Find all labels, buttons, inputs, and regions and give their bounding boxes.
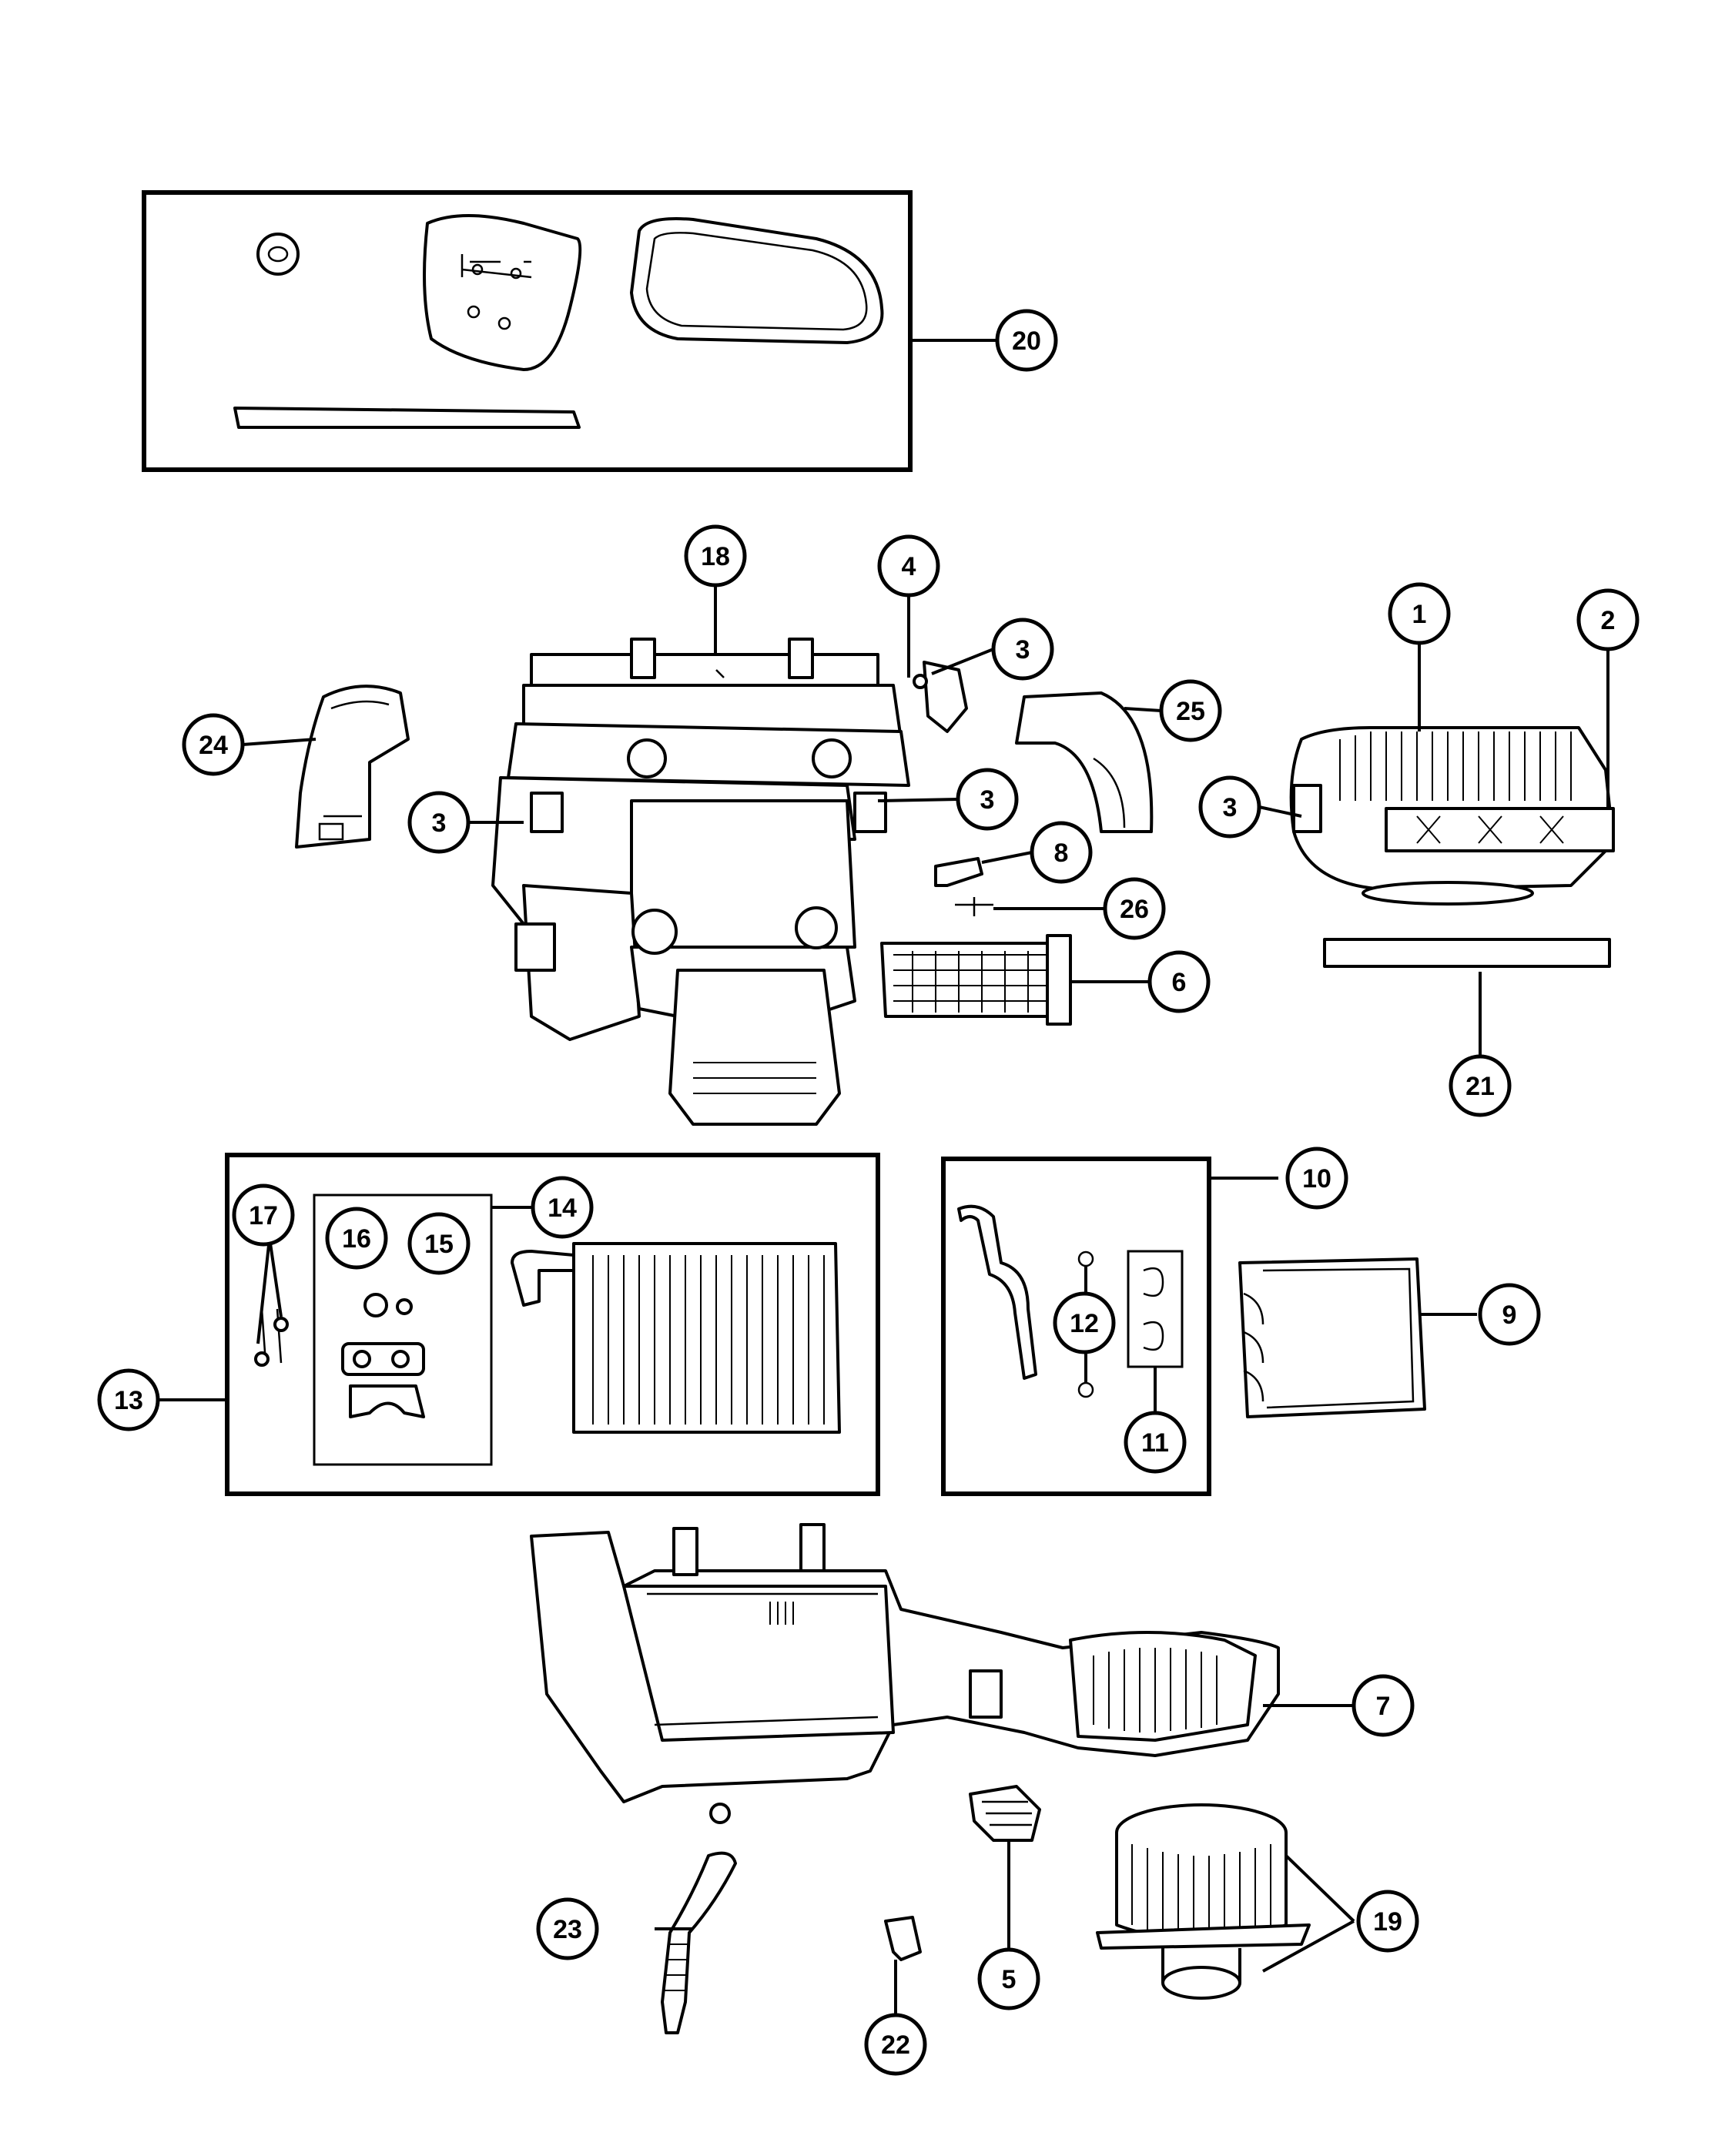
callout-c26: 26: [1103, 877, 1166, 940]
svg-text:10: 10: [1302, 1164, 1331, 1194]
callout-c25: 25: [1159, 679, 1222, 742]
seal-kit-group: [142, 190, 913, 472]
svg-text:3: 3: [1223, 793, 1238, 822]
svg-text:21: 21: [1465, 1072, 1495, 1101]
svg-text:16: 16: [342, 1224, 371, 1254]
evaporator-core-part: [572, 1242, 841, 1434]
evaporator-kit-frame: [225, 1153, 880, 1496]
lower-case-group: [530, 1523, 1280, 1824]
callout-c22: 22: [864, 2013, 927, 2076]
seal-plate-part: [423, 214, 582, 371]
svg-text:9: 9: [1502, 1301, 1517, 1330]
svg-text:7: 7: [1376, 1692, 1391, 1721]
callout-c1: 1: [1388, 582, 1451, 645]
right-duct-part: [1015, 691, 1154, 833]
callout-c13: 13: [97, 1368, 160, 1431]
callout-c3a: 3: [991, 618, 1054, 681]
foam-strip-part: [233, 407, 581, 429]
svg-text:20: 20: [1012, 326, 1041, 356]
heater-tube-part: [957, 1204, 1037, 1380]
callout-c16: 16: [325, 1207, 388, 1270]
svg-text:25: 25: [1176, 697, 1205, 726]
case-lower-outlet: [668, 969, 841, 1126]
svg-text:12: 12: [1070, 1309, 1099, 1338]
svg-text:19: 19: [1373, 1907, 1402, 1937]
svg-text:17: 17: [249, 1201, 278, 1230]
svg-text:4: 4: [902, 552, 916, 581]
svg-text:14: 14: [548, 1194, 577, 1223]
callout-c14: 14: [531, 1176, 594, 1239]
callout-c21: 21: [1449, 1054, 1512, 1117]
drain-hose-part: [661, 1851, 737, 2034]
svg-text:15: 15: [424, 1230, 454, 1259]
grommet-part: [256, 233, 300, 276]
svg-text:24: 24: [199, 731, 228, 760]
gasket-ring-part: [630, 217, 884, 344]
callout-c17: 17: [232, 1183, 295, 1247]
svg-text:13: 13: [114, 1386, 143, 1415]
blower-motor-group: [1096, 1803, 1311, 2000]
svg-text:2: 2: [1601, 606, 1616, 635]
callout-c12: 12: [1053, 1291, 1116, 1354]
callout-c4: 4: [877, 534, 940, 598]
callout-c3b: 3: [407, 791, 471, 854]
svg-text:6: 6: [1172, 968, 1187, 997]
callout-c2: 2: [1576, 588, 1640, 651]
actuator-motor-part: [923, 661, 968, 733]
heater-tube-kit-frame: [941, 1157, 1211, 1496]
hvac-case-group: [491, 638, 910, 1126]
callout-c8: 8: [1030, 821, 1093, 884]
callout-c3c: 3: [956, 768, 1019, 831]
seal-kit-frame: [142, 190, 913, 472]
svg-text:1: 1: [1412, 600, 1427, 629]
callout-c7: 7: [1352, 1674, 1415, 1737]
callout-c3d: 3: [1198, 775, 1261, 839]
heater-core-unit-part: [1238, 1257, 1426, 1418]
left-duct-part: [295, 685, 410, 849]
callout-c24: 24: [182, 713, 245, 776]
evaporator-kit-group: [225, 1153, 880, 1496]
case-top-cover: [530, 653, 879, 687]
callout-c10: 10: [1285, 1147, 1348, 1210]
callout-c15: 15: [407, 1212, 471, 1275]
leader-lines: [158, 339, 1609, 2014]
svg-text:22: 22: [881, 2030, 910, 2060]
temp-sensor-part: [934, 857, 983, 887]
svg-text:3: 3: [980, 785, 995, 815]
callout-c18: 18: [684, 524, 747, 588]
callout-c19: 19: [1356, 1890, 1419, 1953]
callout-c9: 9: [1478, 1283, 1541, 1346]
svg-text:5: 5: [1002, 1965, 1017, 1994]
heater-tube-kit-group: [941, 1157, 1211, 1496]
svg-text:8: 8: [1054, 839, 1069, 868]
intake-door-part: [1385, 807, 1615, 852]
cabin-filter-part: [1323, 938, 1611, 968]
callout-c6: 6: [1147, 950, 1211, 1013]
retaining-clip-part: [884, 1916, 922, 1961]
valve-kit-frame: [313, 1194, 493, 1466]
callout-c11: 11: [1124, 1411, 1187, 1474]
svg-text:3: 3: [1016, 635, 1030, 665]
svg-text:26: 26: [1120, 895, 1149, 924]
svg-text:11: 11: [1141, 1428, 1169, 1458]
callout-c5: 5: [977, 1947, 1040, 2010]
svg-text:3: 3: [432, 808, 447, 838]
svg-text:18: 18: [701, 542, 730, 571]
callout-c20a: 20: [995, 309, 1058, 372]
callout-c23: 23: [536, 1897, 599, 1960]
svg-text:23: 23: [553, 1915, 582, 1944]
